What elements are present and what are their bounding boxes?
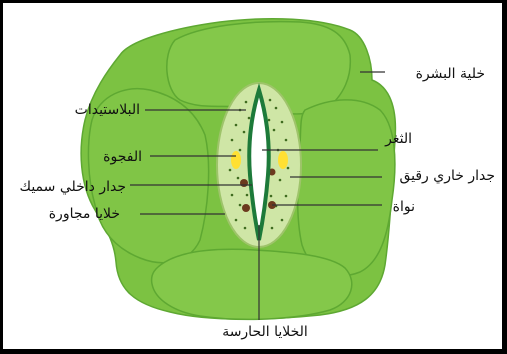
label-neighbor-cells: خلايا مجاورة xyxy=(49,206,120,222)
vacuole-right xyxy=(278,151,288,169)
epidermal-cell-bottom xyxy=(152,249,352,319)
epidermal-cell-right xyxy=(298,100,395,276)
label-guard-cells: الخلايا الحارسة xyxy=(222,324,308,340)
vacuole-left xyxy=(231,151,241,169)
label-epidermal-cell: خلية البشرة xyxy=(416,66,485,82)
label-stoma: الثغر xyxy=(384,131,412,147)
label-nucleus: نواة xyxy=(393,199,415,215)
label-plastids: البلاستيدات xyxy=(75,102,140,118)
nucleus-left-top xyxy=(240,179,248,187)
label-vacuole: الفجوة xyxy=(103,149,142,165)
stoma-complex xyxy=(217,83,301,247)
label-thick-inner-wall: جدار داخلي سميك xyxy=(20,179,126,195)
nucleus-left-bottom xyxy=(242,204,250,212)
label-thin-outer-wall: جدار خاري رقيق xyxy=(399,168,495,184)
